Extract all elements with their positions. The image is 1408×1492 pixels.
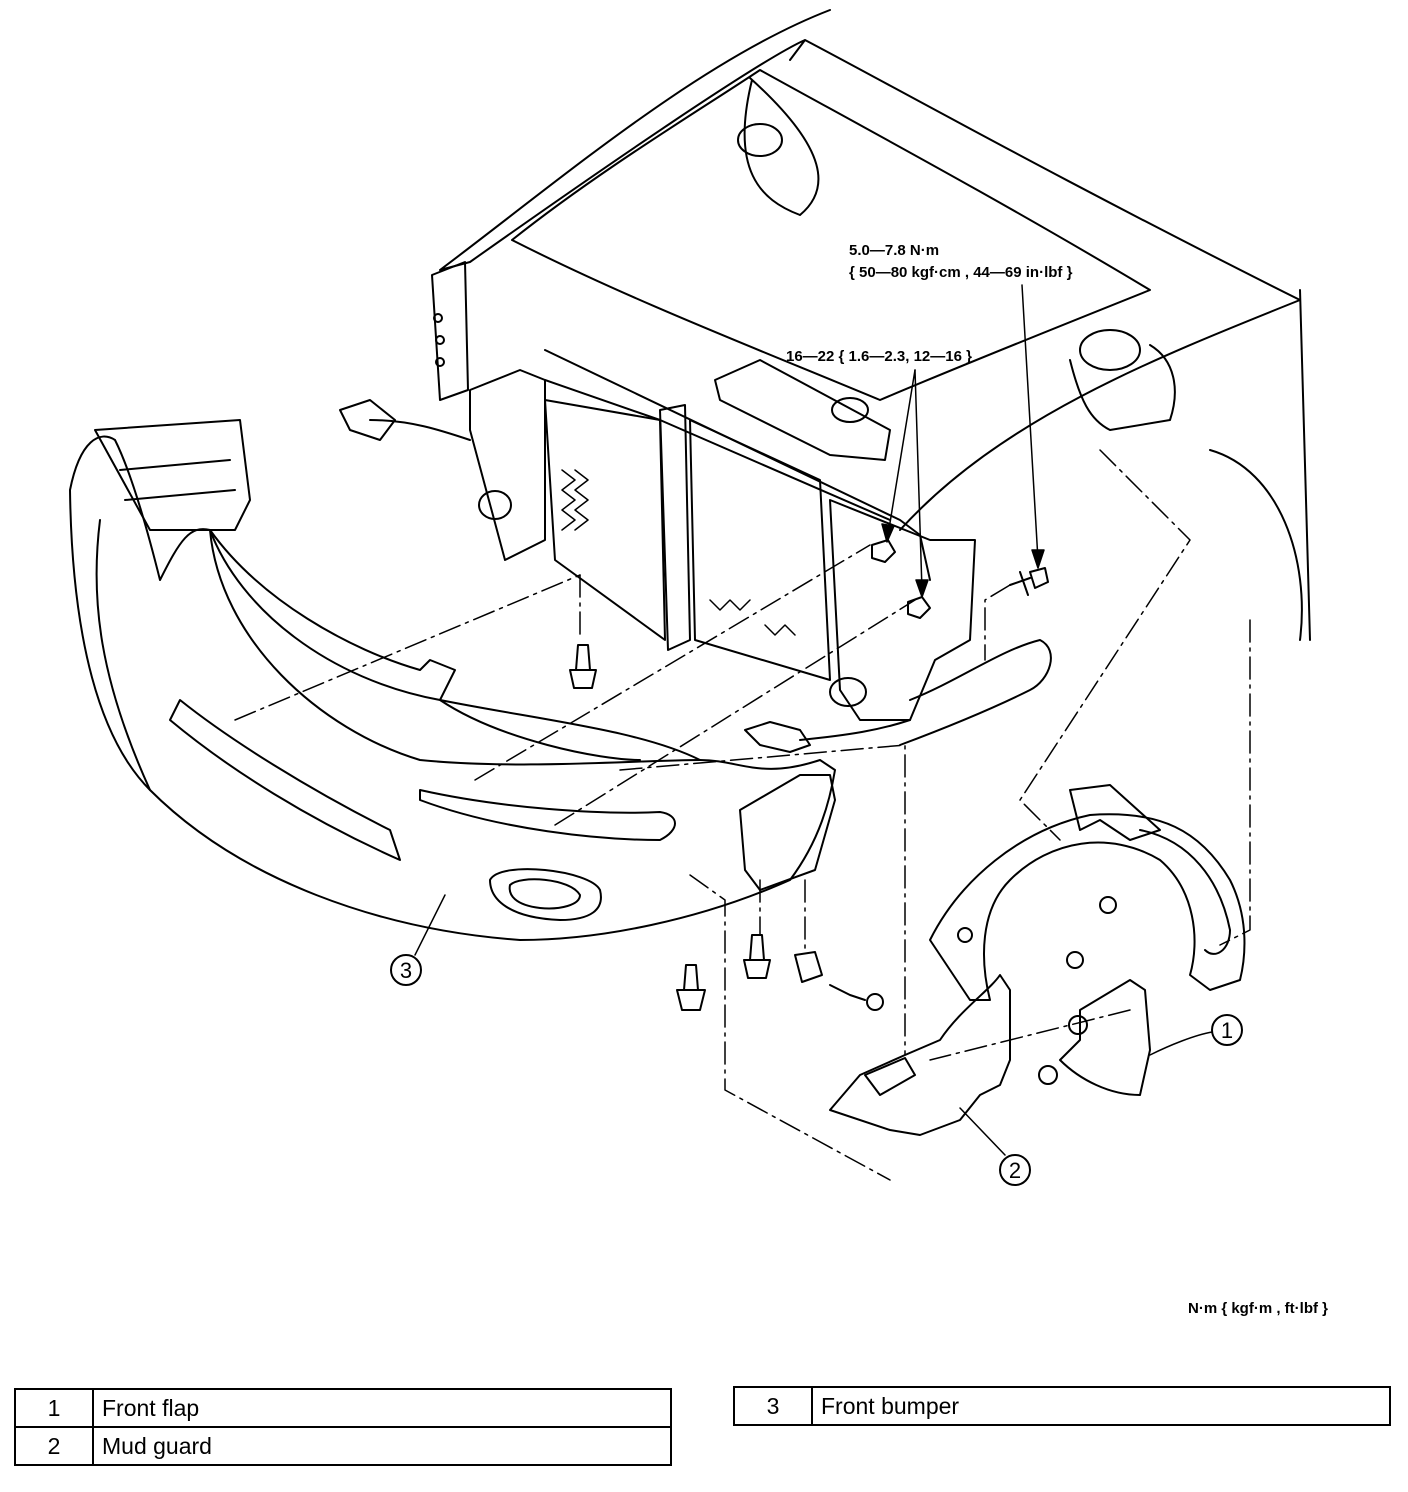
strut-cap xyxy=(1079,329,1141,371)
torque-unit-note: N·m { kgf·m , ft·lbf } xyxy=(1188,1300,1328,1317)
left-harness xyxy=(339,399,471,441)
callout-number: 3 xyxy=(400,958,412,983)
right-harness xyxy=(744,719,911,753)
torque-spec-bolt-line2: { 50—80 kgf·cm , 44—69 in·lbf } xyxy=(849,264,1073,281)
screw-icon xyxy=(676,964,706,1011)
leader-callout-2 xyxy=(959,1107,1006,1156)
front-flap-outline xyxy=(929,813,1246,1001)
bolt-icon xyxy=(1009,567,1049,596)
screw-icon xyxy=(743,934,771,979)
fender-line xyxy=(899,289,1311,641)
leader-callout-3 xyxy=(414,894,446,956)
right-support-pillar xyxy=(829,499,976,721)
condenser-panel xyxy=(689,419,831,681)
callout-number: 1 xyxy=(1221,1018,1233,1043)
grommet xyxy=(478,490,512,520)
front-flap xyxy=(929,784,1246,1096)
bumper-bracket-left xyxy=(94,419,251,531)
leader-nut-2 xyxy=(914,369,923,591)
bumper-lower-grille xyxy=(169,699,401,861)
callout-number: 2 xyxy=(1009,1158,1021,1183)
legend-row: 2 Mud guard xyxy=(14,1426,672,1466)
legend-part-name: Mud guard xyxy=(92,1426,672,1466)
leader-nut-1 xyxy=(887,369,916,536)
bumper-upper-contour xyxy=(95,519,701,791)
callout-1: 1 xyxy=(1211,1014,1243,1046)
fog-lamp-lens xyxy=(508,878,581,910)
mud-guard-outline xyxy=(829,974,1011,1136)
reservoir-tank xyxy=(714,359,891,461)
installation-guide-lines xyxy=(234,449,1251,1181)
torque-spec-bolt-line1: 5.0—7.8 N·m xyxy=(849,242,940,259)
hood-cap xyxy=(737,123,783,157)
parts-legend-left: 1 Front flap 2 Mud guard xyxy=(14,1388,672,1466)
callout-3: 3 xyxy=(390,954,422,986)
bumper-outline xyxy=(69,435,836,941)
clip-icon xyxy=(957,896,1117,1085)
hood-inner-panel xyxy=(511,69,1151,401)
parts-legend-right: 3 Front bumper xyxy=(733,1386,1391,1426)
leader-lines xyxy=(414,284,1213,1156)
leader-bolt-small xyxy=(1021,284,1039,561)
legend-part-name: Front flap xyxy=(92,1388,672,1428)
fog-lamp-opening xyxy=(489,868,602,921)
legend-number: 2 xyxy=(14,1426,94,1466)
center-support xyxy=(659,404,691,651)
mud-guard xyxy=(829,974,1011,1136)
torque-spec-nut: 16—22 { 1.6—2.3, 12—16 } xyxy=(786,348,972,365)
legend-number: 1 xyxy=(14,1388,94,1428)
pillar-hole xyxy=(435,335,445,345)
condenser-fins xyxy=(709,599,796,636)
front-flap-inner xyxy=(1139,829,1231,955)
front-bumper xyxy=(69,419,836,941)
vehicle-body xyxy=(439,9,1311,641)
wiring-harness xyxy=(339,399,911,753)
bumper-top-edge xyxy=(209,529,641,761)
arrowhead xyxy=(915,579,929,598)
left-support-pillar xyxy=(431,261,546,561)
clip-icon xyxy=(794,951,884,1011)
arrowhead xyxy=(881,523,895,543)
cowl-line xyxy=(743,77,820,216)
radiator-fins xyxy=(561,469,589,531)
screw-icon xyxy=(569,644,597,689)
legend-row: 1 Front flap xyxy=(14,1388,672,1428)
pillar-hole xyxy=(435,357,445,367)
bumper-side-bracket xyxy=(739,774,836,891)
legend-row: 3 Front bumper xyxy=(733,1386,1391,1426)
reservoir-cap xyxy=(831,397,869,423)
arrowhead xyxy=(1031,549,1045,569)
legend-part-name: Front bumper xyxy=(811,1386,1391,1426)
front-flap-lower xyxy=(1059,979,1151,1096)
radiator-core xyxy=(544,399,666,641)
front-flap-bracket xyxy=(1069,784,1161,841)
callout-2: 2 xyxy=(999,1154,1031,1186)
bumper-side-molding xyxy=(419,789,676,841)
nut-icon xyxy=(871,539,896,563)
leader-callout-1 xyxy=(1149,1031,1213,1056)
strut-tower xyxy=(1069,344,1176,431)
pillar-hole xyxy=(433,313,443,323)
hood-outline xyxy=(439,9,1301,301)
nut-icon xyxy=(907,596,931,619)
headlight-bracket xyxy=(899,639,1052,746)
mud-guard-tab xyxy=(864,1057,916,1096)
radiator-support xyxy=(431,261,1052,746)
horn xyxy=(829,677,867,707)
legend-number: 3 xyxy=(733,1386,813,1426)
fasteners xyxy=(569,539,1117,1085)
